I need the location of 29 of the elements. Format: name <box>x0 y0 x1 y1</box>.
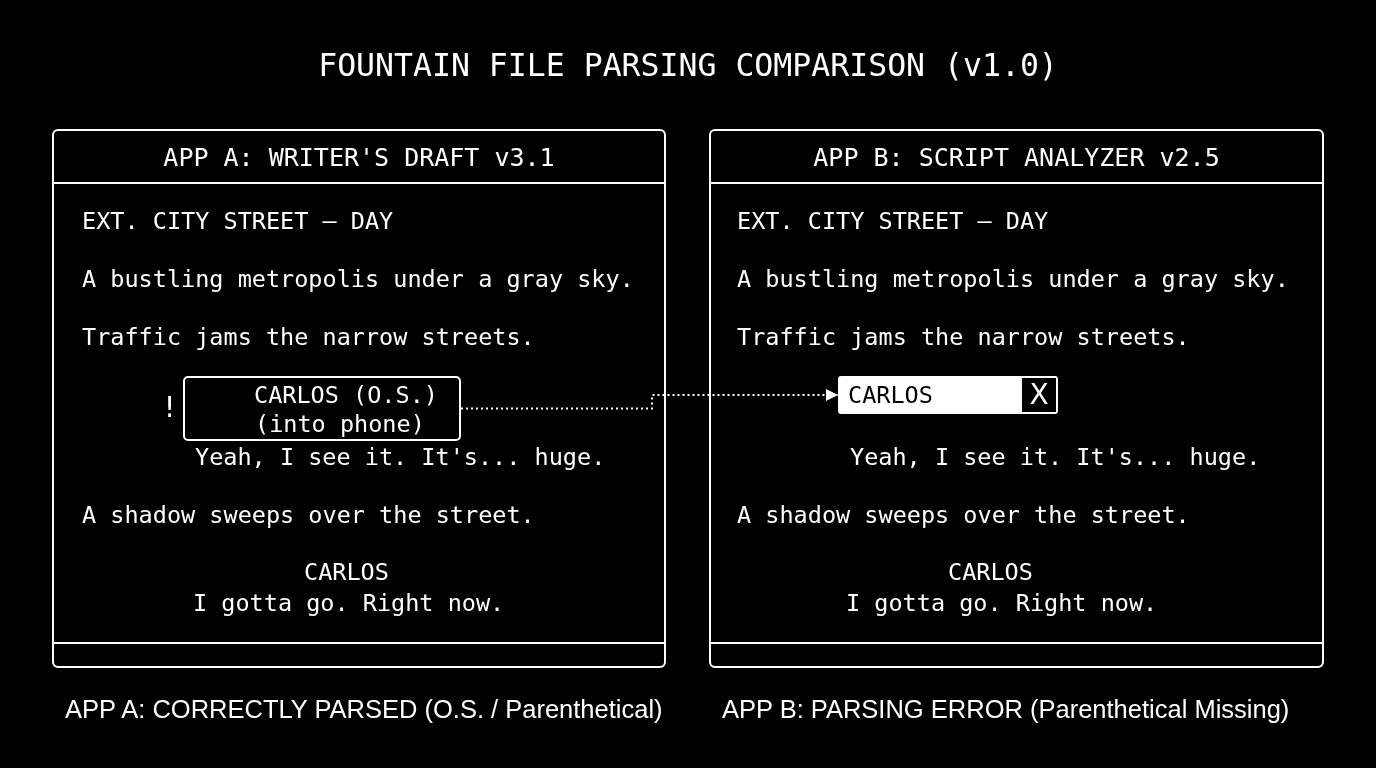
action-line: A bustling metropolis under a gray sky. <box>82 264 634 294</box>
diagram-title: FOUNTAIN FILE PARSING COMPARISON (v1.0) <box>318 46 1058 84</box>
caption-text: APP A: CORRECTLY PARSED (O.S. / Parenthetical) <box>65 694 663 725</box>
scene-heading: EXT. CITY STREET – DAY <box>737 206 1049 236</box>
scene-heading: EXT. CITY STREET – DAY <box>82 206 394 236</box>
dialogue-line: I gotta go. Right now. <box>846 588 1158 618</box>
action-line: Traffic jams the narrow streets. <box>737 322 1190 352</box>
action-line: A shadow sweeps over the street. <box>737 500 1190 530</box>
character-cue-box <box>838 376 1058 414</box>
dialogue-line: Yeah, I see it. It's... huge. <box>195 442 606 472</box>
parenthetical: (into phone) <box>255 409 425 439</box>
character-cue-box <box>183 376 461 441</box>
dotted-arrow <box>460 389 839 410</box>
window-title: APP A: WRITER'S DRAFT v3.1 <box>163 143 555 173</box>
action-line: Traffic jams the narrow streets. <box>82 322 535 352</box>
app-window-panel <box>52 129 666 668</box>
caption-text: APP B: PARSING ERROR (Parenthetical Missing) <box>722 694 1290 725</box>
exclamation-mark: ! <box>164 393 176 423</box>
character-cue: CARLOS (O.S.) <box>254 380 438 410</box>
window-title: APP B: SCRIPT ANALYZER v2.5 <box>813 143 1220 173</box>
character-cue: CARLOS <box>848 380 933 410</box>
dialogue-line: Yeah, I see it. It's... huge. <box>850 442 1261 472</box>
character-name: CARLOS <box>304 557 389 587</box>
app-window-panel <box>709 129 1324 668</box>
action-line: A shadow sweeps over the street. <box>82 500 535 530</box>
action-line: A bustling metropolis under a gray sky. <box>737 264 1289 294</box>
dialogue-line: I gotta go. Right now. <box>193 588 505 618</box>
error-mark: X <box>1022 378 1056 412</box>
character-name: CARLOS <box>948 557 1033 587</box>
